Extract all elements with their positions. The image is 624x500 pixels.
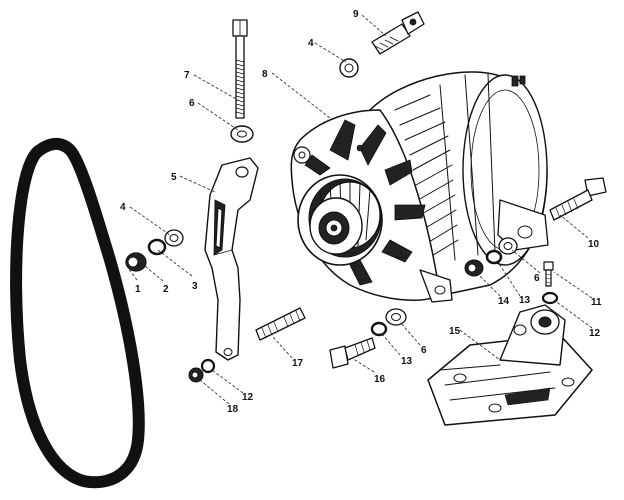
label-1: 1: [135, 284, 141, 295]
nut-14: [464, 259, 484, 277]
label-13b: 13: [401, 356, 413, 367]
drive-belt: [10, 138, 145, 489]
label-15: 15: [449, 326, 461, 337]
label-7: 7: [184, 70, 190, 81]
nut-2: [125, 252, 147, 272]
label-4a: 4: [120, 202, 126, 213]
lock-washer-3: [147, 238, 167, 256]
long-bolt-7: [232, 19, 248, 119]
washer-12-right: [541, 291, 559, 305]
lock-washer-13: [485, 249, 503, 265]
sleeve-bolt-9: [371, 11, 425, 55]
label-13a: 13: [519, 295, 531, 306]
mounting-bracket-15: [427, 304, 593, 426]
label-17: 17: [292, 358, 304, 369]
label-11: 11: [591, 297, 602, 308]
label-8: 8: [262, 69, 268, 80]
washer-4-top: [339, 58, 359, 78]
leader-lines: [127, 14, 593, 405]
label-6a: 6: [189, 98, 195, 109]
label-16: 16: [374, 374, 386, 385]
lock-washer-13-bottom: [370, 321, 388, 337]
washer-6-top: [230, 125, 254, 143]
label-4b: 4: [308, 38, 314, 49]
bolt-16: [329, 337, 376, 369]
callout-labels: 1 2 3 4 4 5 6 6 6 7 8 9 10 11 12 12 13 1…: [120, 9, 602, 415]
label-14: 14: [498, 296, 510, 307]
bolt-11: [543, 261, 554, 287]
label-12b: 12: [242, 392, 254, 403]
label-5: 5: [171, 172, 177, 183]
washer-6-bottom: [385, 308, 407, 326]
washer-4: [164, 229, 184, 247]
label-18: 18: [227, 404, 239, 415]
label-3: 3: [192, 281, 198, 292]
alternator-8: [290, 71, 549, 303]
bolt-10: [549, 177, 607, 221]
label-6b: 6: [534, 273, 540, 284]
label-10: 10: [588, 239, 600, 250]
washer-6-right: [498, 237, 518, 255]
washer-12-left: [200, 358, 216, 374]
label-6c: 6: [421, 345, 427, 356]
stud-17: [255, 307, 306, 341]
nut-18: [188, 367, 204, 383]
label-9: 9: [353, 9, 359, 20]
label-2: 2: [163, 284, 169, 295]
adjusting-bracket-5: [204, 157, 259, 361]
label-12a: 12: [589, 328, 601, 339]
